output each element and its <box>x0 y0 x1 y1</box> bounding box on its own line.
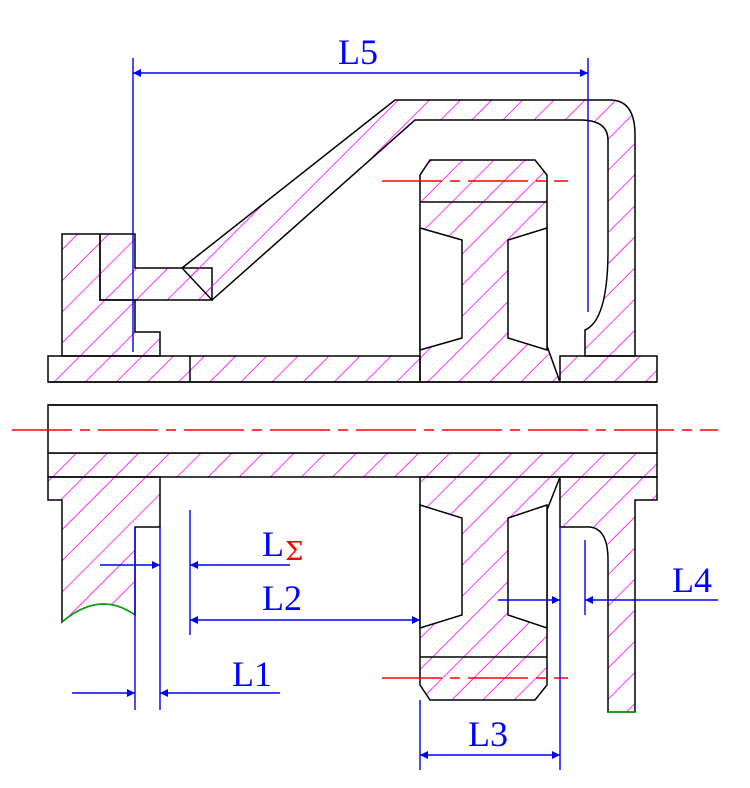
gear-upper-web-left <box>419 227 463 351</box>
l4-label: L4 <box>672 560 712 600</box>
right-bracket <box>559 476 658 713</box>
gear-upper-web-right <box>507 226 548 352</box>
l3-label: L3 <box>468 714 508 754</box>
left-housing-bottom <box>47 476 161 624</box>
cover-arm <box>180 99 636 357</box>
break-line-left <box>61 603 136 623</box>
l-sigma-label: L <box>262 524 284 564</box>
dimensions <box>72 58 718 770</box>
shaft-lower <box>47 452 658 478</box>
l2-label: L2 <box>262 578 302 618</box>
l5-label: L5 <box>338 32 378 72</box>
gear-lower-web-left <box>419 503 463 630</box>
gear-webs <box>419 226 548 630</box>
gear-lower-web-right <box>507 503 548 630</box>
shaft-upper <box>47 355 658 383</box>
l1-label: L1 <box>232 654 272 694</box>
l-sigma-subscript: Σ <box>285 537 303 567</box>
shaft-bore <box>47 404 658 454</box>
centerlines <box>12 180 718 679</box>
